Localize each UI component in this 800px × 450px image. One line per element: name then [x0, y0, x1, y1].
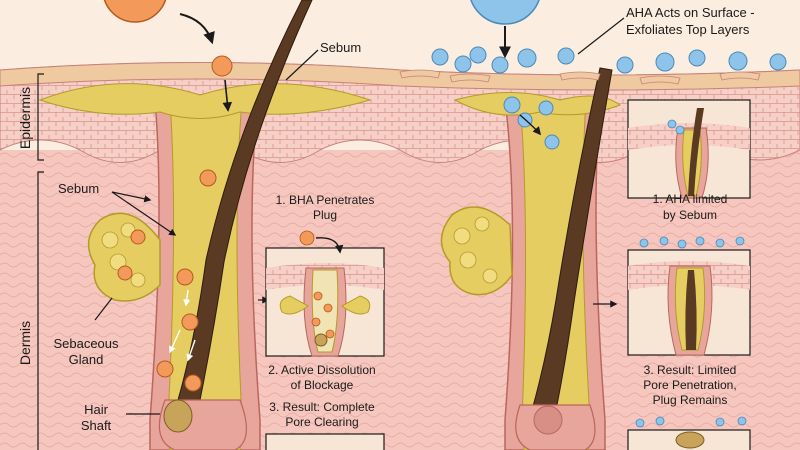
bha-panel-step3 [265, 433, 385, 450]
bha-panel-step1 [265, 230, 385, 357]
aha-surface-caption: AHA Acts on Surface - Exfoliates Top Laye… [626, 5, 755, 37]
aha-step3-line2: Pore Penetration, [643, 378, 736, 392]
bha-molecule-large [103, 0, 167, 23]
layer-brackets [37, 73, 44, 450]
aha-follicle [440, 67, 622, 450]
aha-step3-line1: 3. Result: Limited [644, 363, 737, 377]
aha-step1-line1: 1. AHA limited [653, 192, 728, 206]
bha-step2-line2: of Blockage [291, 378, 354, 392]
aha-molecule-large [470, 0, 540, 25]
label-dermis: Dermis [17, 321, 33, 365]
aha-step3-line3: Plug Remains [653, 393, 728, 407]
aha-step1-caption: 1. AHA limited by Sebum [653, 192, 728, 222]
exfoliated-flakes [399, 69, 761, 85]
label-sebaceous-line1: Sebaceous [53, 336, 119, 351]
bha-follicle [38, 0, 372, 450]
label-sebaceous-line2: Gland [69, 352, 104, 367]
surface-sebum-left [38, 83, 372, 119]
aha-panel-step3 [627, 416, 751, 450]
bha-step2-line1: 2. Active Dissolution [268, 363, 375, 377]
label-hair-line2: Shaft [81, 418, 112, 433]
bha-molecules-pore [117, 55, 233, 392]
bha-step3-line2: Pore Clearing [285, 415, 358, 429]
surface-sebum-right [453, 92, 622, 116]
aha-panel-step2 [627, 236, 751, 356]
aha-panel-step1 [627, 99, 751, 199]
aha-surface-line1: AHA Acts on Surface - [626, 5, 755, 20]
bha-step1-line1: 1. BHA Penetrates [276, 193, 375, 207]
label-hair-line1: Hair [84, 402, 109, 417]
bha-step3-line1: 3. Result: Complete [269, 400, 375, 414]
bha-step1-line2: Plug [313, 208, 337, 222]
label-sebum-side-left: Sebum [58, 181, 99, 196]
aha-step1-line2: by Sebum [663, 208, 717, 222]
aha-surface-line2: Exfoliates Top Layers [626, 22, 750, 37]
label-sebum-top-left: Sebum [320, 40, 361, 55]
left-leaders [94, 49, 319, 415]
label-epidermis: Epidermis [17, 87, 33, 149]
